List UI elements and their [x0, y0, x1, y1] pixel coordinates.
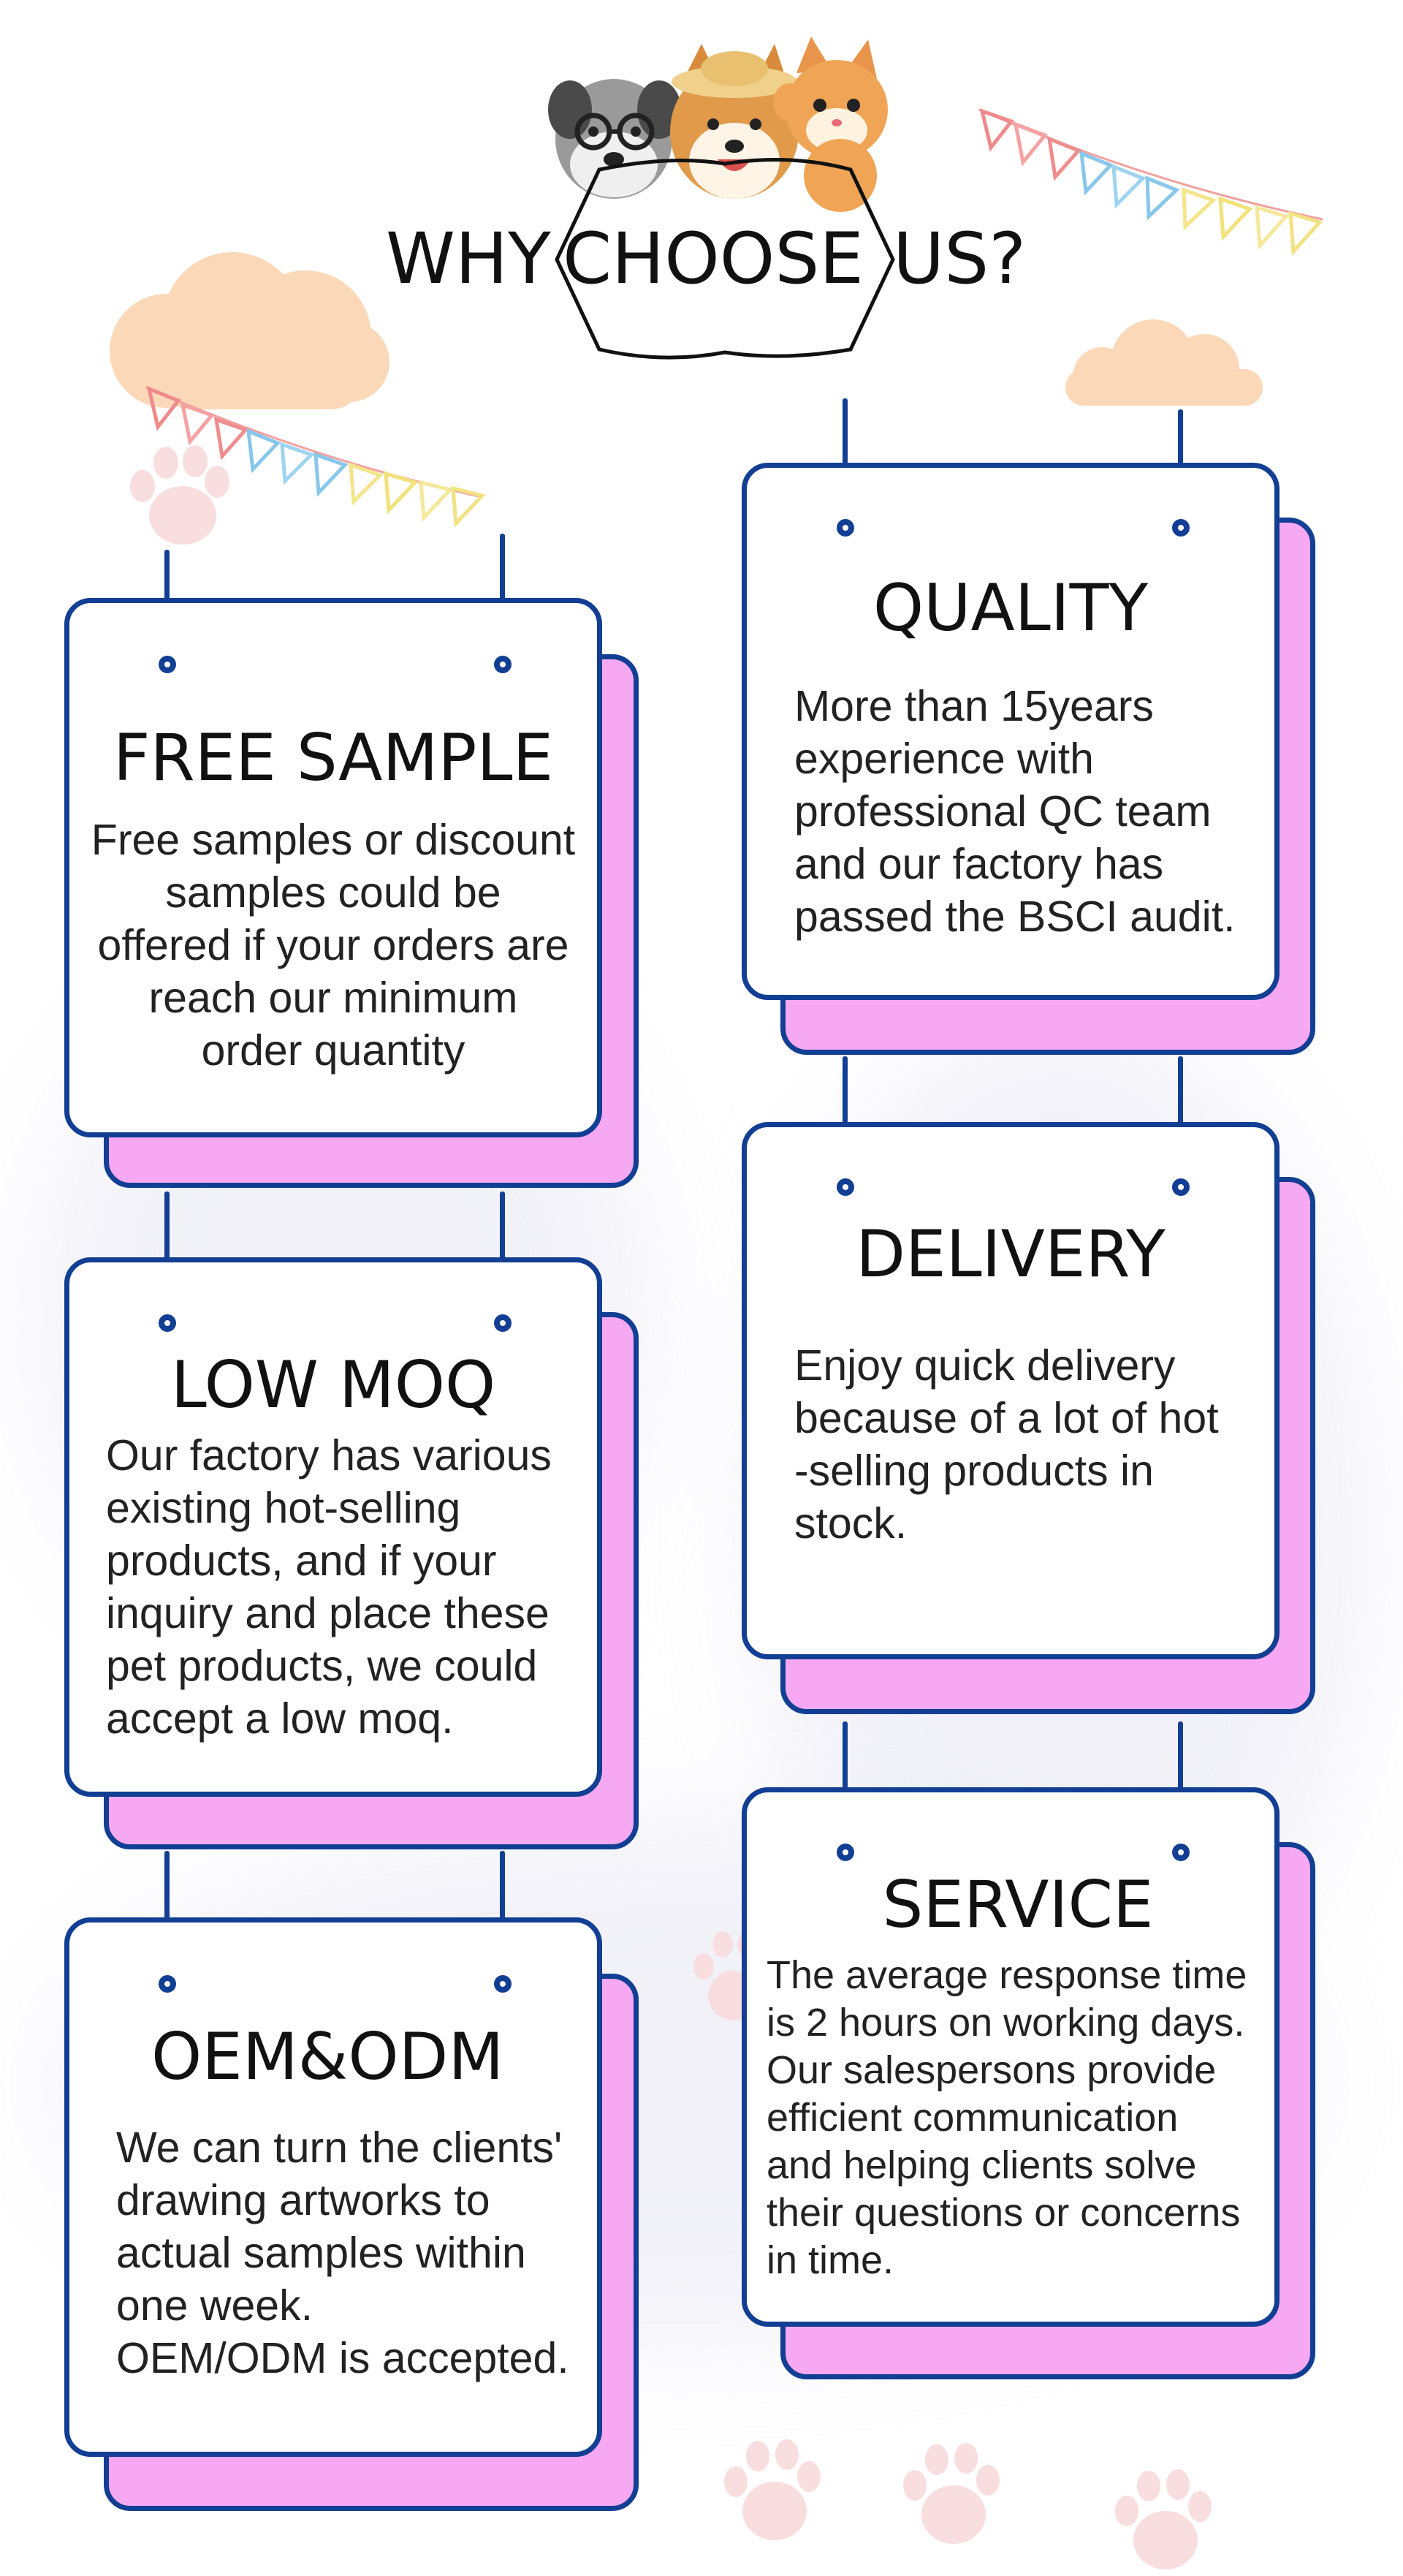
- paw-print-icon: [903, 2443, 1000, 2544]
- title-us: US?: [893, 218, 1027, 300]
- card-body: Enjoy quick delivery because of a lot of…: [794, 1341, 1219, 1548]
- hook-icon: [159, 656, 176, 673]
- paw-print-icon: [724, 2439, 821, 2540]
- card-service: SERVICE The average response time is 2 h…: [742, 1787, 1280, 2327]
- hook-icon: [1172, 519, 1190, 537]
- cloud-left-icon: [110, 252, 389, 409]
- card-title: OEM&ODM: [151, 2019, 504, 2094]
- card-quality: QUALITY More than 15years experience wit…: [742, 463, 1280, 1000]
- card-title: FREE SAMPLE: [113, 720, 554, 795]
- bunting-top-right-icon: [978, 108, 1323, 257]
- hook-icon: [494, 1975, 512, 1993]
- card-body: More than 15years experience with profes…: [794, 682, 1236, 941]
- card-delivery: DELIVERY Enjoy quick delivery because of…: [742, 1122, 1280, 1659]
- cloud-right-icon: [1065, 319, 1263, 406]
- card-body: The average response time is 2 hours on …: [767, 1953, 1247, 2282]
- hook-icon: [494, 656, 512, 673]
- card-low-moq: LOW MOQ Our factory has various existing…: [64, 1257, 602, 1797]
- title-hexagon-frame: [555, 158, 895, 360]
- card-body: We can turn the clients' drawing artwork…: [116, 2124, 569, 2382]
- hook-icon: [837, 1844, 854, 1861]
- bunting-left-icon: [145, 385, 486, 528]
- title-choose: CHOOSE: [563, 218, 864, 300]
- title-why: WHY: [386, 218, 551, 300]
- card-body: Our factory has various existing hot-sel…: [106, 1431, 552, 1743]
- paw-print-icon: [1115, 2469, 1212, 2569]
- card-title: QUALITY: [872, 570, 1149, 645]
- card-oem-odm: OEM&ODM We can turn the clients' drawing…: [64, 1917, 602, 2457]
- card-title: DELIVERY: [856, 1216, 1166, 1292]
- card-free-sample: FREE SAMPLE Free samples or discount sam…: [64, 598, 602, 1137]
- card-body: Free samples or discount samples could b…: [91, 816, 576, 1075]
- hook-icon: [1172, 1178, 1190, 1196]
- hook-icon: [837, 519, 854, 537]
- hook-icon: [159, 1975, 176, 1993]
- hook-icon: [1172, 1844, 1190, 1861]
- hook-icon: [159, 1314, 176, 1332]
- card-title: LOW MOQ: [170, 1347, 496, 1423]
- card-title: SERVICE: [882, 1867, 1154, 1942]
- hook-icon: [494, 1314, 512, 1332]
- hook-icon: [837, 1178, 854, 1196]
- paw-print-icon: [130, 445, 229, 545]
- pets-illustration-icon: [548, 37, 888, 212]
